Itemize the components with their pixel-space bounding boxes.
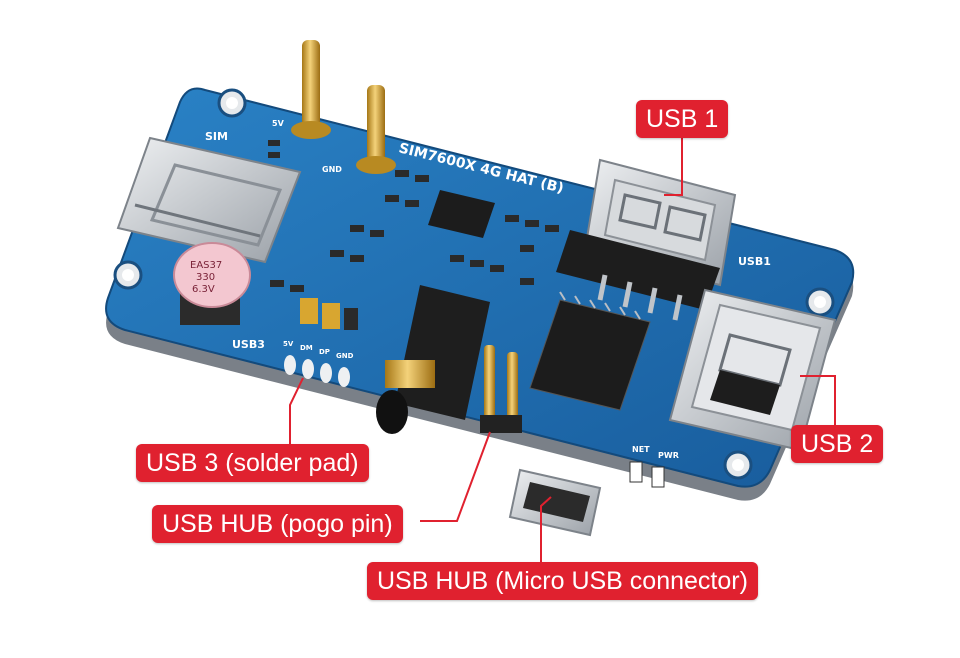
capacitor-text-1: EAS37 xyxy=(190,260,222,271)
callout-leader-lines xyxy=(289,136,836,563)
capacitor-text-3: 6.3V xyxy=(192,284,215,295)
usb1-silk: USB1 xyxy=(738,255,771,268)
pad-label-gnd: GND xyxy=(336,352,354,360)
pad-label-5v: 5V xyxy=(283,340,294,348)
callout-micro-usb: USB HUB (Micro USB connector) xyxy=(367,562,758,600)
pin-5v-label: 5V xyxy=(272,119,285,128)
pad-label-dm: DM xyxy=(300,344,313,352)
pwr-label: PWR xyxy=(658,451,679,460)
hub-pogo-pins xyxy=(480,345,522,433)
pad-label-dp: DP xyxy=(319,348,330,356)
usb2-connector xyxy=(668,288,837,452)
status-leds xyxy=(629,461,665,488)
mounting-holes xyxy=(113,88,835,480)
capacitor-text-2: 330 xyxy=(196,272,215,283)
tantalum-capacitors xyxy=(300,298,358,330)
smd-components xyxy=(268,140,559,292)
pin-gnd-label: GND xyxy=(322,165,342,174)
callout-pogo: USB HUB (pogo pin) xyxy=(152,505,403,543)
top-pogo-pins xyxy=(291,40,396,174)
audio-jack xyxy=(376,285,490,434)
ic-chips xyxy=(428,190,651,411)
callout-usb1: USB 1 xyxy=(636,100,729,138)
sim-card-slot xyxy=(116,136,302,264)
callout-usb2: USB 2 xyxy=(791,425,884,463)
electrolytic-capacitor: EAS37 330 6.3V xyxy=(173,242,251,325)
micro-usb-connector xyxy=(508,468,602,537)
usb3-solder-pads xyxy=(284,355,350,387)
net-label: NET xyxy=(632,445,650,454)
usb3-silk: USB3 xyxy=(232,338,265,351)
usb1-connector xyxy=(556,158,737,321)
sim-label: SIM xyxy=(205,130,228,143)
callout-usb3: USB 3 (solder pad) xyxy=(136,444,369,482)
